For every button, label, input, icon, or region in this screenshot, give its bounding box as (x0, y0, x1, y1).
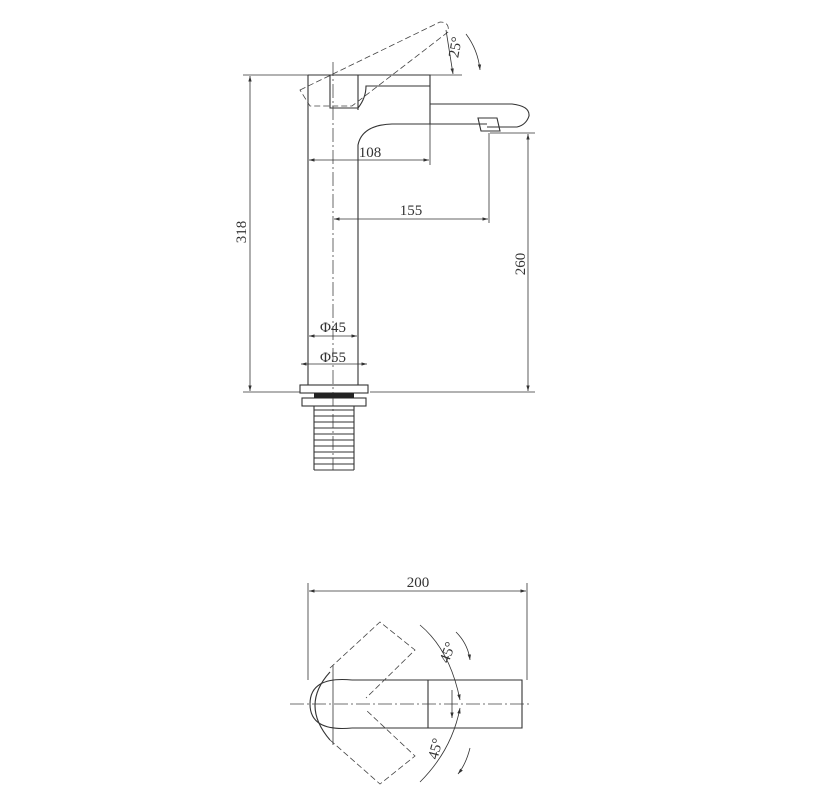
threaded-shank (313, 406, 355, 471)
rotation-arc-upper (419, 624, 461, 701)
dimension-total-height: 318 (234, 74, 308, 393)
base-top-inner-arc (314, 671, 331, 741)
lever-rotated-upper (329, 621, 416, 699)
base-nut (301, 397, 367, 407)
dimension-108-label: 108 (359, 145, 382, 161)
dimension-155-label: 155 (400, 203, 423, 219)
dimension-45deg-lower-label: 45° (426, 737, 447, 761)
dimension-lever-tilt: 25° (430, 29, 482, 76)
dimension-45deg-upper-label: 45° (437, 640, 459, 665)
base-seal (314, 393, 354, 398)
dimension-spout-height: 260 (370, 132, 535, 393)
dimension-body-diameter: Φ45 (309, 320, 357, 338)
spout-aerator (477, 117, 501, 132)
lever-handle (329, 75, 430, 109)
dimension-318-label: 318 (234, 221, 250, 244)
dimension-260-label: 260 (513, 253, 529, 276)
dimension-25deg-label: 25° (446, 36, 465, 59)
rotation-arrow-lower (457, 747, 471, 775)
top-plan-view: 200 45° 45° (290, 575, 530, 785)
dimension-top-width: 200 (307, 575, 528, 680)
dimension-phi55-label: Φ55 (320, 350, 346, 366)
dimension-phi45-label: Φ45 (320, 320, 346, 336)
dimension-200-label: 200 (407, 575, 430, 591)
lever-rotated-outline (299, 21, 449, 107)
spout-outline (430, 103, 530, 128)
rotation-arc-lower (419, 707, 461, 783)
lever-rotated-lower (329, 709, 416, 785)
base-top-circle (309, 678, 353, 730)
rotation-arrow-upper (455, 631, 471, 661)
side-elevation-view: 318 260 155 108 Φ45 Φ55 (234, 21, 535, 471)
dimension-base-diameter: Φ55 (301, 350, 367, 366)
base-ring (299, 384, 369, 394)
dimension-spout-reach: 155 (334, 133, 490, 223)
faucet-body-outline (307, 74, 487, 385)
dimension-lever-length: 108 (309, 124, 431, 165)
